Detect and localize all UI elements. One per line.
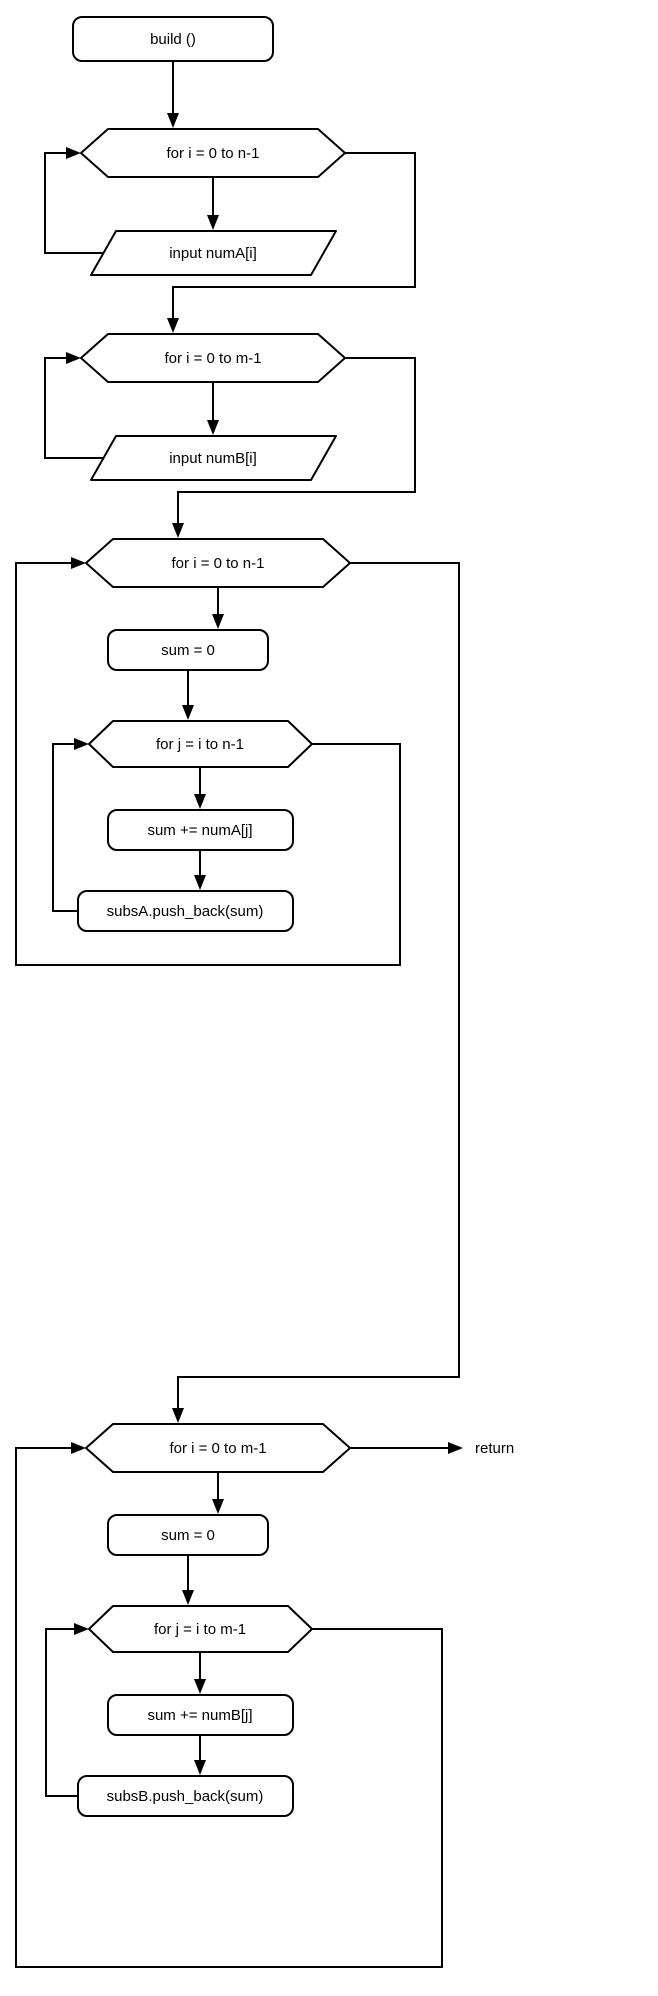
edge-push-a-loopback (52, 743, 78, 912)
sum-add-a-label: sum += numA[j] (147, 822, 252, 839)
build-label: build () (150, 31, 196, 48)
arrow-loop-sumb-i-to-sum0-icon (212, 1499, 224, 1514)
edge-loop-suma-j-exit (15, 562, 401, 966)
arrow-loopj-b-to-add-icon (194, 1679, 206, 1694)
push-a-label: subsA.push_back(sum) (107, 903, 264, 920)
push-b-label: subsB.push_back(sum) (107, 1788, 264, 1805)
sum-init-b-label: sum = 0 (161, 1527, 215, 1544)
input-a-label: input numA[i] (169, 245, 257, 262)
arrow-loopa-back-icon (66, 147, 81, 159)
loop-sumb-j-label: for j = i to m-1 (154, 1621, 246, 1638)
edge-loopb-exit (177, 357, 416, 527)
arrow-loopj-b-back-icon (74, 1623, 89, 1635)
node-sum-add-b[interactable]: sum += numB[j] (107, 1694, 294, 1736)
edge-inputa-loopback (44, 152, 103, 254)
node-build[interactable]: build () (72, 16, 274, 62)
node-loop-sumb-i[interactable]: for i = 0 to m-1 (85, 1423, 351, 1473)
edge-loop-sumb-j-exit (15, 1447, 443, 1968)
sum-add-b-label: sum += numB[j] (147, 1707, 252, 1724)
arrow-loopa-exit-icon (167, 318, 179, 333)
input-b-par[interactable] (90, 435, 337, 481)
arrow-loop-sumb-i-back-icon (71, 1442, 86, 1454)
loop-a-outer-label: for i = 0 to n-1 (167, 145, 260, 162)
arrow-loopa-to-inputa-icon (207, 215, 219, 230)
arrow-build-to-loopa-icon (167, 113, 179, 128)
sum-init-a-label: sum = 0 (161, 642, 215, 659)
node-input-b[interactable]: input numB[i] (90, 435, 337, 481)
node-loop-suma-i[interactable]: for i = 0 to n-1 (85, 538, 351, 588)
node-push-b[interactable]: subsB.push_back(sum) (77, 1775, 294, 1817)
node-push-a[interactable]: subsA.push_back(sum) (77, 890, 294, 932)
arrow-add-to-push-a-icon (194, 875, 206, 890)
loop-suma-i-label: for i = 0 to n-1 (172, 555, 265, 572)
node-sum-add-a[interactable]: sum += numA[j] (107, 809, 294, 851)
loop-sumb-i-label: for i = 0 to m-1 (169, 1440, 266, 1457)
arrow-return-icon (448, 1442, 463, 1454)
arrow-loopb-exit-icon (172, 523, 184, 538)
loop-suma-j-label: for j = i to n-1 (156, 736, 244, 753)
arrow-loop-suma-i-to-sum0-icon (212, 614, 224, 629)
node-input-a[interactable]: input numA[i] (90, 230, 337, 276)
node-loop-a-outer[interactable]: for i = 0 to n-1 (80, 128, 346, 178)
edge-push-b-loopback (45, 1628, 78, 1797)
arrow-loopj-a-back-icon (74, 738, 89, 750)
arrow-loop-suma-i-exit-icon (172, 1408, 184, 1423)
return-label: return (475, 1440, 514, 1457)
edge-inputb-loopback (44, 357, 103, 459)
arrow-sum0-to-loopj-a-icon (182, 705, 194, 720)
input-a-par[interactable] (90, 230, 337, 276)
arrow-loopj-a-to-add-icon (194, 794, 206, 809)
node-loop-sumb-j[interactable]: for j = i to m-1 (88, 1605, 313, 1653)
edge-loop-suma-i-exit (177, 562, 460, 1412)
node-loop-suma-j[interactable]: for j = i to n-1 (88, 720, 313, 768)
edge-loopa-exit (172, 152, 416, 322)
node-loop-b-outer[interactable]: for i = 0 to m-1 (80, 333, 346, 383)
loop-b-outer-label: for i = 0 to m-1 (164, 350, 261, 367)
node-sum-init-a[interactable]: sum = 0 (107, 629, 269, 671)
input-b-label: input numB[i] (169, 450, 257, 467)
node-sum-init-b[interactable]: sum = 0 (107, 1514, 269, 1556)
arrow-add-to-push-b-icon (194, 1760, 206, 1775)
arrow-loopb-back-icon (66, 352, 81, 364)
arrow-sum0-to-loopj-b-icon (182, 1590, 194, 1605)
arrow-loopb-to-inputb-icon (207, 420, 219, 435)
arrow-loop-suma-i-back-icon (71, 557, 86, 569)
